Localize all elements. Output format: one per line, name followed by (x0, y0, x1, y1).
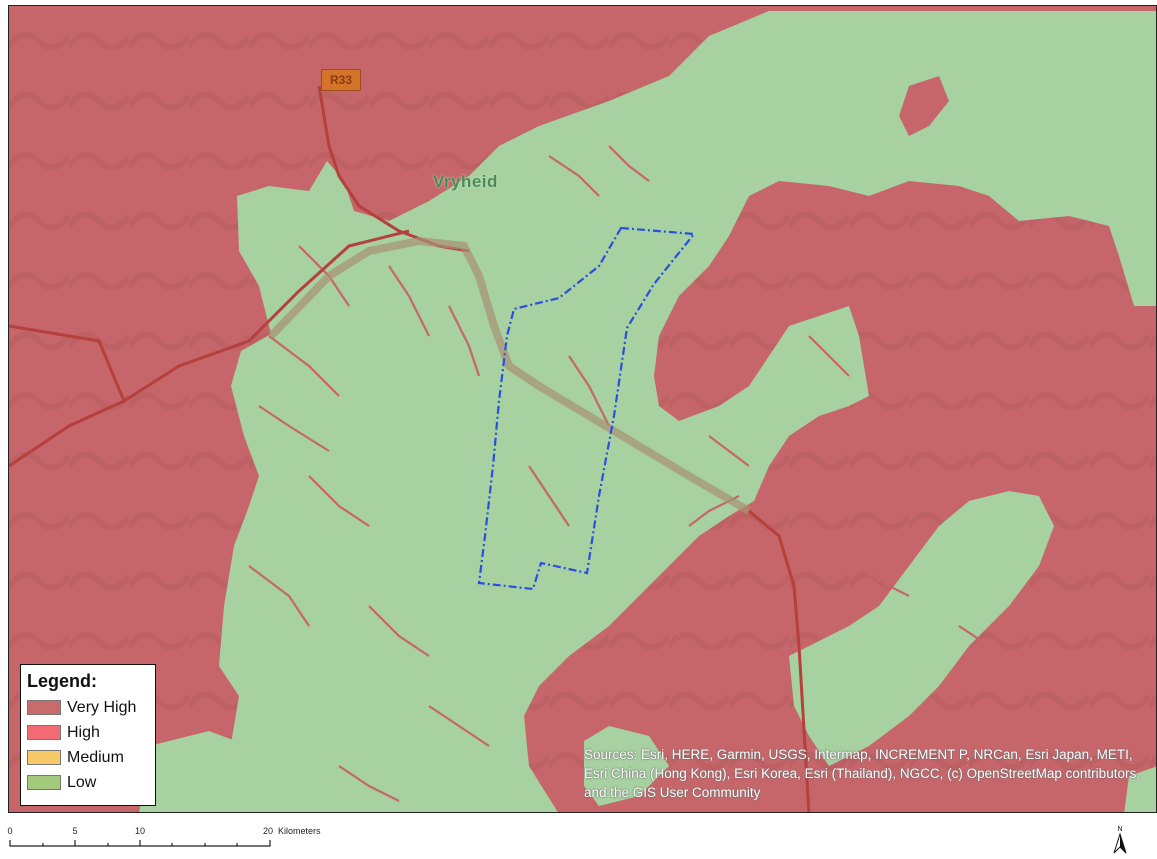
legend-item-low: Low (27, 770, 149, 795)
road-shield-r33: R33 (321, 69, 361, 91)
town-label-vryheid: Vryheid (433, 172, 498, 191)
legend-swatch (27, 700, 61, 715)
scale-bar: 0 5 10 20 Kilometers (7, 826, 321, 847)
legend-item-medium: Medium (27, 745, 149, 770)
legend-title: Legend: (27, 671, 97, 691)
very-high-pocket (899, 76, 949, 136)
susceptibility-map (9, 6, 1156, 812)
scale-unit-label: Kilometers (278, 826, 321, 836)
map-view[interactable]: R33 Vryheid Sources: Esri, HERE, Garmin,… (8, 5, 1157, 813)
legend-label: Very High (67, 698, 137, 716)
legend-swatch (27, 775, 61, 790)
low-zone-southeast (789, 491, 1054, 766)
legend-item-high: High (27, 720, 149, 745)
legend-swatch (27, 725, 61, 740)
low-zone-main (219, 11, 1156, 812)
legend-item-very-high: Very High (27, 695, 149, 720)
legend-label: Medium (67, 748, 124, 766)
legend-label: Low (67, 773, 97, 791)
low-zone-southwest (139, 731, 249, 812)
scale-tick-label: 5 (72, 826, 77, 836)
low-zone-far-southeast (1124, 766, 1156, 812)
scale-tick-label: 0 (7, 826, 12, 836)
drainage-network (248, 145, 1010, 802)
legend: Legend: Very High High Medium Low (20, 664, 156, 806)
scale-tick-label: 20 (263, 826, 273, 836)
scale-tick-label: 10 (135, 826, 145, 836)
low-zone-south (584, 726, 669, 806)
roads (9, 85, 811, 812)
legend-label: High (67, 723, 100, 741)
map-attribution: Sources: Esri, HERE, Garmin, USGS, Inter… (584, 747, 1140, 800)
study-area-boundary (477, 226, 697, 591)
north-arrow-icon: N (1113, 826, 1127, 854)
legend-swatch (27, 750, 61, 765)
north-label: N (1117, 826, 1122, 833)
